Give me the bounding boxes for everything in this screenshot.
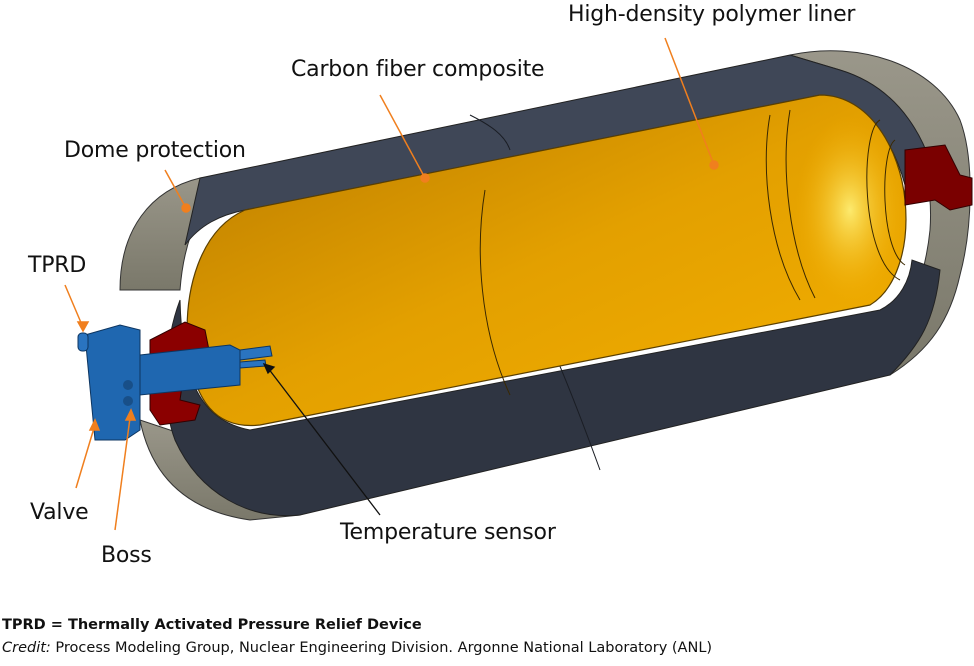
caption-definition: TPRD = Thermally Activated Pressure Reli…	[2, 617, 422, 633]
label-high-density-polymer-liner: High-density polymer liner	[568, 2, 856, 27]
tank-cutaway-diagram	[64, 37, 973, 531]
label-boss: Boss	[101, 543, 152, 568]
temperature-sensor-leader	[262, 362, 381, 516]
caption-credit: Credit: Process Modeling Group, Nuclear …	[2, 640, 712, 656]
label-valve: Valve	[30, 500, 89, 525]
label-dome-protection: Dome protection	[64, 138, 246, 163]
tprd-definition: TPRD = Thermally Activated Pressure Reli…	[2, 617, 422, 633]
label-tprd: TPRD	[28, 253, 87, 278]
label-temperature-sensor: Temperature sensor	[340, 520, 556, 545]
polymer-liner	[186, 94, 907, 427]
boss-right	[904, 144, 973, 211]
credit-prefix: Credit:	[2, 640, 51, 656]
valve-assembly	[77, 324, 273, 441]
label-carbon-fiber-composite: Carbon fiber composite	[291, 57, 545, 82]
leader-lines	[64, 37, 719, 531]
credit-text: Process Modeling Group, Nuclear Engineer…	[50, 640, 713, 656]
